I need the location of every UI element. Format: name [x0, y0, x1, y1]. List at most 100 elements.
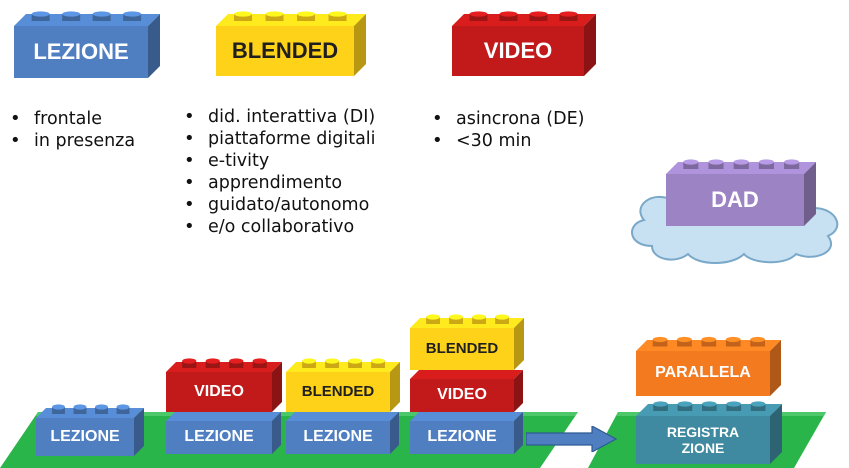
brick-stud-cap	[725, 336, 741, 343]
brick-stud-cap	[31, 11, 50, 17]
brick-front-face	[166, 372, 272, 412]
brick-video-label: VIDEO	[483, 38, 553, 64]
brick-shape	[410, 314, 524, 370]
stack3-blended: BLENDED	[286, 355, 400, 412]
brick-top-face	[286, 412, 399, 421]
brick-stud	[725, 339, 741, 347]
brick-stud-cap	[529, 11, 548, 17]
list-item-continuation: e/o collaborativo	[182, 216, 376, 238]
brick-shape	[14, 11, 160, 78]
brick-stud-cap	[677, 336, 692, 343]
brick-shape	[286, 412, 399, 454]
stack3-blended-label: BLENDED	[301, 383, 375, 401]
result-parallela-label: PARALLELA	[655, 364, 751, 382]
brick-stud-cap	[371, 358, 385, 364]
brick-stud-cap	[265, 11, 284, 17]
brick-shape	[636, 401, 782, 464]
brick-stud	[426, 317, 440, 324]
brick-stud-cap	[472, 314, 486, 320]
brick-stud-cap	[52, 404, 65, 410]
brick-stud-cap	[652, 336, 668, 343]
list-item: apprendimento	[182, 172, 376, 194]
brick-stud	[784, 162, 800, 169]
brick-stud	[750, 404, 766, 411]
brick-stud-cap	[229, 358, 244, 364]
brick-stud	[123, 14, 142, 21]
brick-stud	[726, 404, 742, 411]
right-arrow-icon	[526, 426, 618, 452]
brick-front-face	[286, 421, 390, 454]
brick-stud	[52, 407, 65, 414]
brick-front-face	[410, 328, 514, 370]
list-item: <30 min	[430, 130, 585, 152]
brick-stud	[328, 14, 347, 21]
brick-stud-cap	[92, 11, 111, 17]
brick-side-face	[272, 362, 282, 412]
brick-top-face	[216, 14, 366, 26]
brick-stud	[652, 339, 668, 347]
brick-stud	[116, 407, 130, 414]
brick-stud-cap	[73, 404, 87, 410]
brick-stud	[252, 361, 267, 368]
stack4-blended-label: BLENDED	[425, 340, 499, 358]
brick-dad: DAD	[666, 155, 816, 226]
brick-stud-cap	[702, 401, 717, 407]
brick-stud-cap	[677, 401, 693, 407]
brick-stud-cap	[302, 358, 316, 364]
brick-stud	[371, 361, 385, 368]
brick-shape	[636, 336, 781, 396]
brick-video-top: VIDEO	[452, 7, 596, 76]
brick-stud-cap	[499, 11, 518, 17]
brick-stud	[495, 317, 509, 324]
brick-lezione-top: LEZIONE	[14, 7, 160, 78]
brick-stud	[750, 339, 765, 347]
list-item: e-tivity	[182, 150, 376, 172]
stack2-video-label: VIDEO	[194, 382, 244, 400]
brick-stud-cap	[701, 336, 717, 343]
registrazione-line-1: REGISTRA	[666, 423, 740, 440]
brick-top-face	[166, 412, 281, 421]
brick-shape	[666, 159, 816, 226]
stack1-lezione: LEZIONE	[36, 401, 144, 456]
brick-front-face	[410, 421, 514, 454]
brick-stud	[758, 162, 774, 169]
brick-side-face	[514, 370, 523, 412]
brick-stud	[677, 404, 693, 411]
stack1-lezione-label: LEZIONE	[50, 427, 120, 445]
brick-shape	[286, 358, 400, 412]
brick-stud	[302, 361, 316, 368]
brick-stud	[92, 14, 111, 21]
brick-stud-cap	[758, 159, 774, 165]
list-lezione: frontale in presenza	[8, 108, 135, 152]
brick-stud-cap	[116, 404, 130, 410]
brick-shape	[452, 11, 596, 76]
brick-side-face	[770, 404, 782, 464]
stack2-lezione-label: LEZIONE	[184, 428, 254, 446]
brick-stud	[702, 404, 717, 411]
brick-stud	[205, 361, 220, 368]
brick-stud-cap	[205, 358, 220, 364]
brick-blended-label: BLENDED	[231, 38, 339, 64]
brick-stud	[469, 14, 488, 21]
brick-stud-cap	[348, 358, 362, 364]
brick-stud-cap	[653, 401, 668, 407]
brick-shape	[216, 11, 366, 76]
brick-stud	[234, 14, 253, 21]
brick-front-face	[410, 379, 514, 412]
brick-stud-cap	[726, 401, 742, 407]
brick-stud-cap	[708, 159, 724, 165]
brick-front-face	[666, 174, 804, 226]
brick-side-face	[354, 14, 366, 76]
brick-stud-cap	[750, 401, 766, 407]
brick-shape	[410, 370, 523, 412]
brick-stud-cap	[252, 358, 267, 364]
brick-stud	[559, 14, 578, 21]
brick-stud	[95, 407, 108, 414]
brick-side-face	[390, 362, 400, 412]
brick-stud-cap	[123, 11, 142, 17]
brick-shape	[36, 404, 144, 456]
stack4-video-label: VIDEO	[437, 386, 487, 404]
brick-stud-cap	[95, 404, 108, 410]
brick-stud-cap	[559, 11, 578, 17]
brick-stud-cap	[449, 314, 463, 320]
